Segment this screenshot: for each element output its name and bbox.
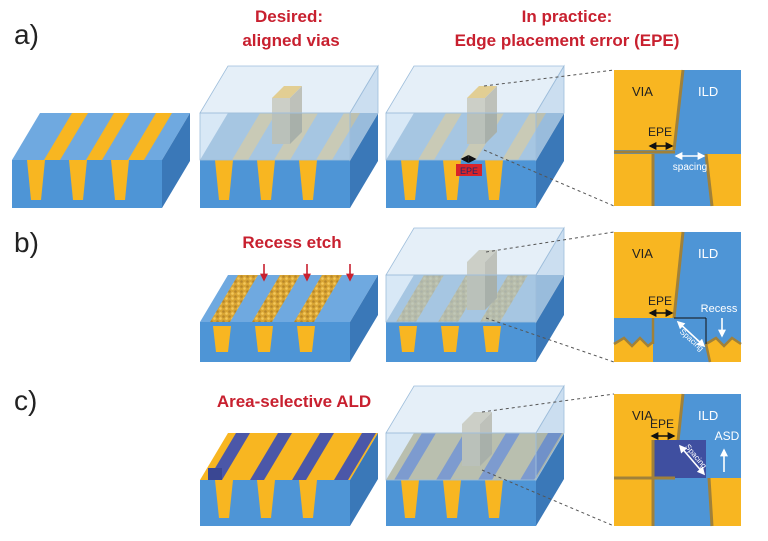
inset-b-epe-label: EPE [648, 294, 672, 308]
inset-a-spacing-label: spacing [673, 162, 707, 173]
block-a-starting-lines [12, 113, 190, 208]
row-label-b: b) [14, 227, 39, 258]
heading-practice-2: Edge placement error (EPE) [455, 31, 680, 50]
inset-b-recess-label: Recess [701, 303, 738, 315]
block-b-via-with-recess [385, 226, 565, 362]
inset-c-asd-detail: VIA ILD EPE ASD Spacing [614, 393, 741, 527]
inset-b-via-label: VIA [632, 246, 653, 261]
inset-c-epe-label: EPE [650, 417, 674, 431]
heading-practice-1: In practice: [522, 7, 613, 26]
inset-b-ild-label: ILD [698, 246, 718, 261]
row-label-a: a) [14, 19, 39, 50]
heading-area-selective-ald: Area-selective ALD [217, 392, 371, 411]
heading-desired-1: Desired: [255, 7, 323, 26]
heading-desired-2: aligned vias [242, 31, 339, 50]
row-label-c: c) [14, 385, 37, 416]
inset-b-recess-detail: VIA ILD EPE Recess Spacing [613, 231, 742, 363]
block-a-misaligned-via: EPE [385, 64, 565, 208]
inset-c-via-label: VIA [632, 408, 653, 423]
inset-a-epe-label: EPE [648, 125, 672, 139]
inset-c-ild-label: ILD [698, 408, 718, 423]
block-c-area-selective-ald [200, 433, 378, 526]
block-b-recess-etch [200, 264, 378, 362]
inset-a-via-label: VIA [632, 84, 653, 99]
heading-recess-etch: Recess etch [242, 233, 341, 252]
epe-marker-label: EPE [460, 166, 478, 176]
inset-a-epe-detail: VIA ILD EPE spacing [614, 69, 741, 207]
inset-c-asd-label: ASD [715, 429, 740, 443]
inset-a-ild-label: ILD [698, 84, 718, 99]
block-a-desired-aligned-via [199, 64, 379, 208]
block-c-via-with-asd [385, 384, 565, 526]
